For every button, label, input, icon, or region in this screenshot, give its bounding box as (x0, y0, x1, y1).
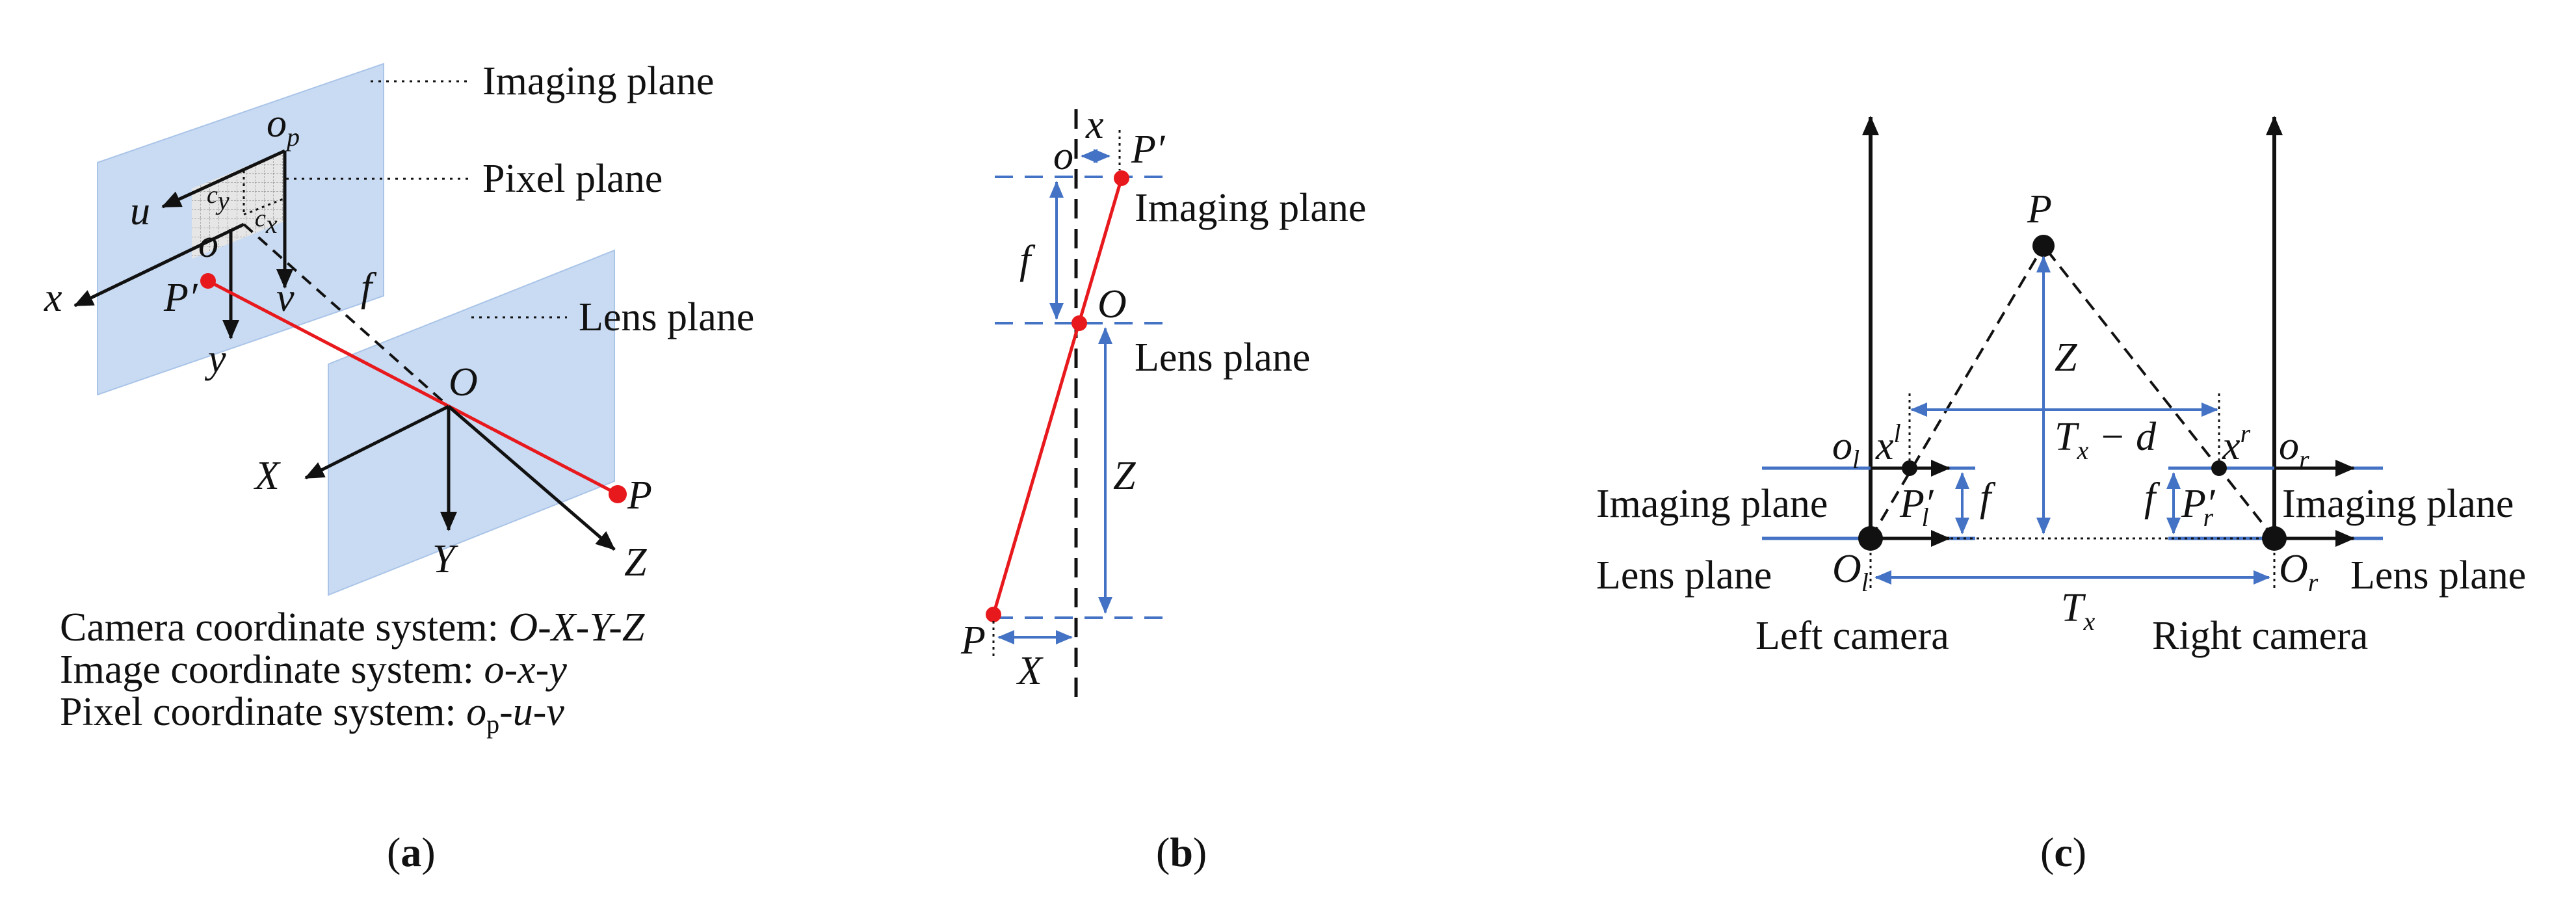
point-p-b (986, 607, 1001, 622)
lens-plane-label: Lens plane (579, 295, 754, 339)
f-label-b: f (1019, 238, 1036, 282)
xr-label: xr (2222, 419, 2251, 468)
Y-label: Y (432, 537, 458, 581)
cx-dim (243, 197, 285, 216)
point-Ol (1858, 526, 1883, 551)
panel-b: x o P′ Imaging plane f O Lens plane Z P … (960, 103, 1366, 875)
P-label: P (627, 473, 652, 518)
imaging-plane-label-b: Imaging plane (1135, 186, 1366, 230)
ray-left (1869, 244, 2045, 540)
legend-camera: Camera coordinate system: O-X-Y-Z (60, 605, 645, 650)
left-camera-label: Left camera (1755, 614, 1949, 658)
ray-right (2042, 244, 2276, 540)
y-label: y (204, 337, 226, 381)
p-prime-label-b: P′ (1131, 127, 1166, 172)
point-P-c (2032, 235, 2055, 257)
Z-label-b: Z (1113, 454, 1136, 498)
u-label: u (130, 189, 150, 233)
x-label-b: x (1085, 103, 1104, 147)
xl-label: xl (1875, 419, 1901, 468)
Tx-minus-d-label: Tx − d (2055, 415, 2157, 465)
imaging-plane-label-left: Imaging plane (1596, 482, 1828, 526)
o-label: o (198, 222, 218, 266)
X-label: X (253, 454, 281, 498)
op-label: op (267, 101, 300, 152)
point-p (609, 485, 627, 503)
p-prime-label: P′ (163, 276, 198, 320)
point-Pr-prime (2211, 460, 2227, 476)
ol-label: ol (1832, 424, 1860, 474)
or-label: or (2279, 424, 2309, 474)
v-label: v (276, 276, 295, 320)
Pl-prime-label: P′l (1899, 482, 1934, 532)
pixel-grid-region (192, 151, 285, 259)
lens-plane-label-left: Lens plane (1596, 553, 1772, 598)
Ol-label: Ol (1832, 547, 1869, 597)
imaging-plane-label: Imaging plane (482, 59, 714, 103)
caption-a: (a) (387, 829, 436, 875)
f-left-label: f (1980, 475, 1996, 520)
lens-plane-shape (328, 249, 615, 596)
Tx-label: Tx (2061, 586, 2095, 636)
lens-plane-label-b: Lens plane (1135, 336, 1310, 380)
ray-b (992, 178, 1124, 615)
legend-pixel: Pixel coordinate system: op-u-v (60, 690, 564, 739)
legend-image: Image coordinate system: o-x-y (60, 648, 567, 692)
cx-label: cx (255, 205, 278, 239)
P-label-c: P (2027, 187, 2052, 231)
ray-p-to-pprime (207, 279, 619, 496)
P-label-b: P (960, 618, 986, 663)
o-label-b: o (1053, 134, 1073, 178)
O-label-b: O (1097, 282, 1127, 326)
lens-plane-label-right: Lens plane (2350, 553, 2526, 598)
caption-c: (c) (2040, 829, 2086, 875)
X-label-b: X (1016, 649, 1044, 693)
point-p-prime-b (1114, 170, 1129, 186)
point-O-b (1071, 315, 1087, 331)
point-Or (2262, 526, 2287, 551)
right-camera-label: Right camera (2152, 614, 2368, 658)
pixel-plane-label: Pixel plane (482, 157, 663, 201)
Z-label-c: Z (2055, 336, 2077, 380)
u-axis-arrow (161, 149, 286, 209)
caption-b: (b) (1156, 829, 1207, 875)
point-Pl-prime (1902, 460, 1917, 476)
cy-label: cy (207, 181, 230, 215)
panel-a: Imaging plane Pixel plane Lens plane op … (44, 59, 754, 875)
f-right-label: f (2144, 475, 2161, 520)
imaging-plane-label-right: Imaging plane (2282, 482, 2514, 526)
Or-label: Or (2279, 547, 2319, 597)
x-label: x (44, 276, 62, 320)
point-p-prime (200, 273, 216, 289)
x-axis-arrow (73, 222, 245, 308)
O-label: O (449, 360, 478, 404)
panel-c: P Z Tx − d ol xl xr or Imaging plane Ima… (1596, 116, 2526, 875)
Z-label: Z (624, 540, 647, 585)
Z-axis-arrow (447, 405, 616, 551)
focal-dash (243, 223, 450, 408)
X-axis-arrow (304, 404, 450, 480)
Pr-prime-label: P′r (2181, 482, 2216, 532)
